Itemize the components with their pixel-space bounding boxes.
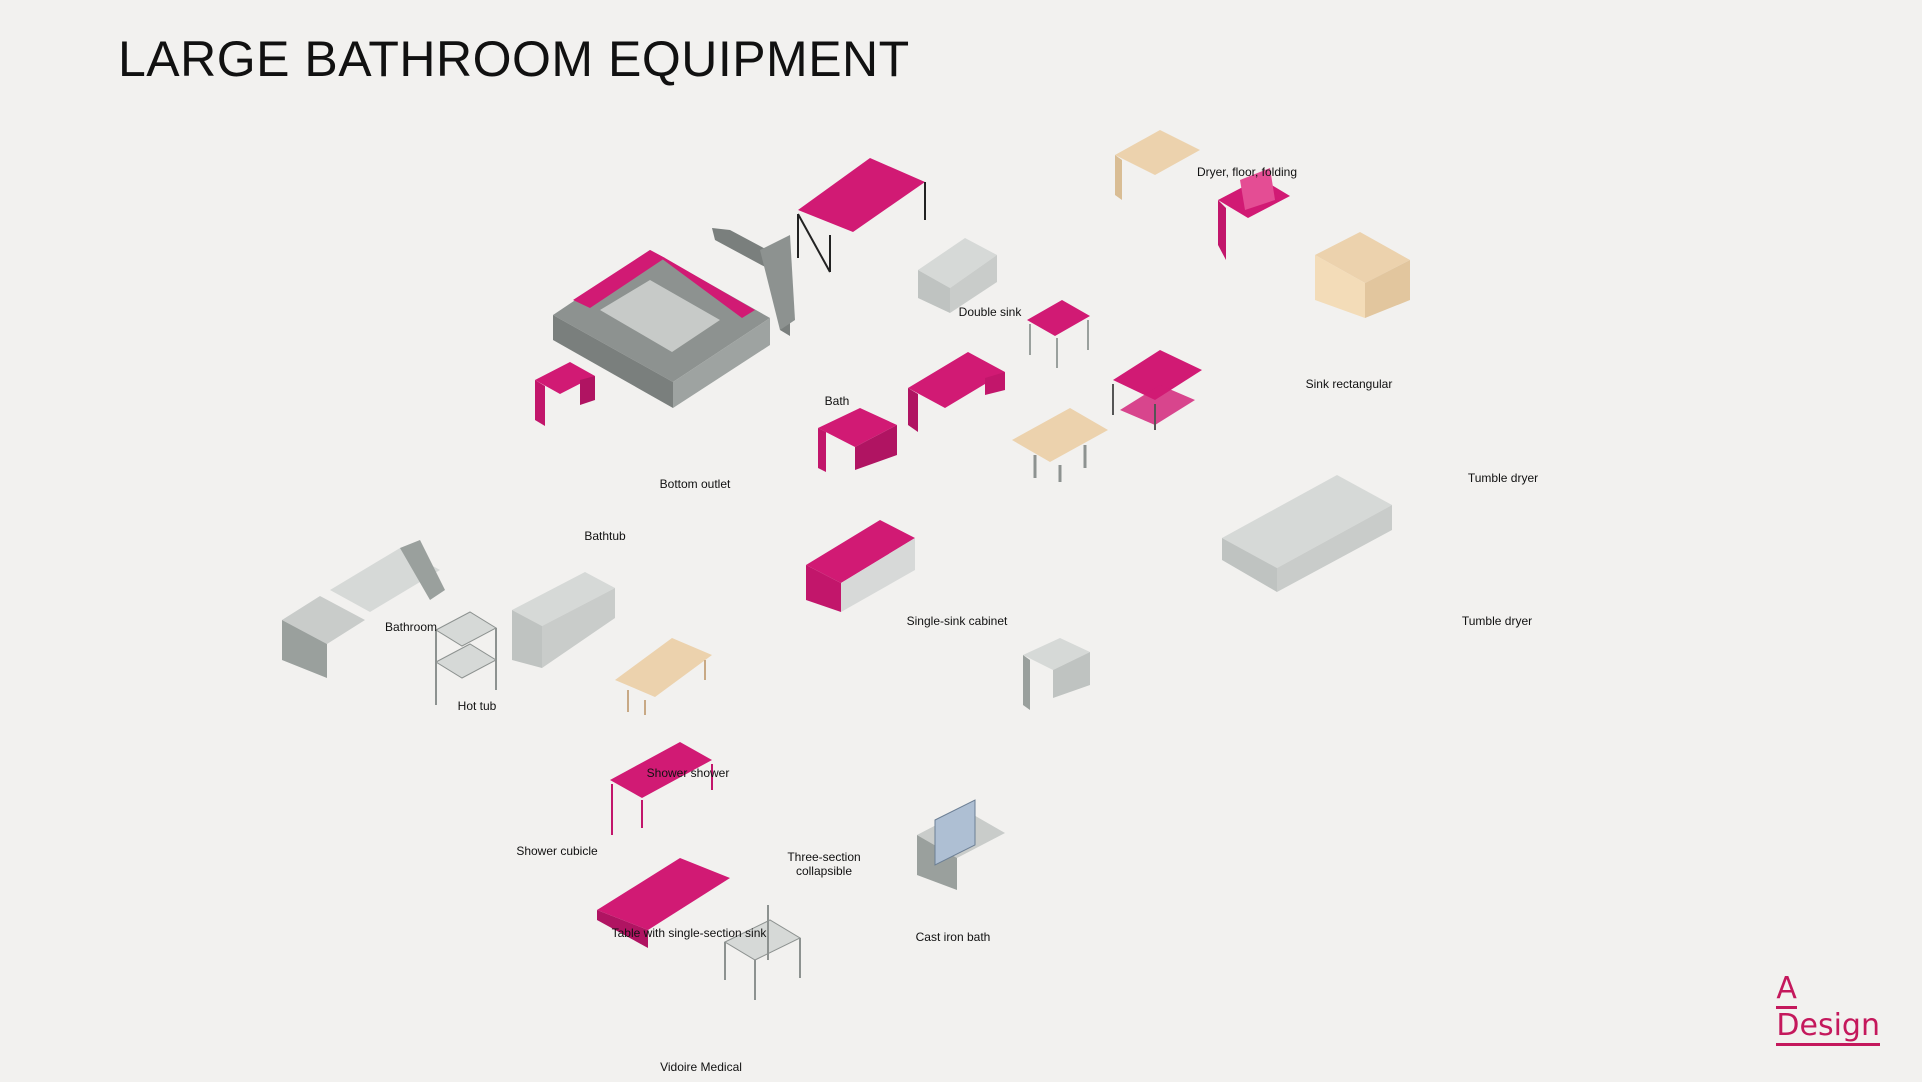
grey-desk xyxy=(512,572,615,668)
magenta-shower-table xyxy=(610,742,713,835)
label-sink-rectangular: Sink rectangular xyxy=(1305,377,1393,391)
label-three-section-collapsible: Three-section collapsible xyxy=(787,850,861,878)
grey-lab-bench xyxy=(917,799,1005,890)
grey-partition xyxy=(712,228,795,336)
label-tumble-dryer-1: Tumble dryer xyxy=(1467,471,1539,485)
label-vidoire-medical: Vidoire Medical xyxy=(660,1060,742,1074)
magenta-workstation xyxy=(1218,168,1290,260)
grey-chair-frame xyxy=(723,905,802,1000)
grey-shelving xyxy=(434,611,498,705)
magenta-large-desk xyxy=(597,858,730,948)
label-bathtub: Bathtub xyxy=(584,529,626,543)
magenta-rack-table xyxy=(1112,350,1202,430)
label-bathroom: Bathroom xyxy=(384,620,438,634)
brand-logo: A Design xyxy=(1776,972,1880,1046)
label-tumble-dryer-2: Tumble dryer xyxy=(1461,614,1533,628)
label-cast-iron-bath: Cast iron bath xyxy=(915,930,991,944)
grey-cabinet xyxy=(918,238,997,313)
wood-corner-desk xyxy=(1315,232,1410,318)
grey-large-table xyxy=(1222,475,1392,592)
wood-bench xyxy=(615,638,712,715)
grey-small-cabinet xyxy=(1023,638,1090,710)
magenta-high-table xyxy=(797,158,926,273)
magenta-square-table xyxy=(1027,300,1090,368)
label-dryer-floor-folding: Dryer, floor, folding xyxy=(1196,165,1298,179)
label-bath: Bath xyxy=(824,394,850,408)
label-hot-tub: Hot tub xyxy=(457,699,497,713)
magenta-desk-row xyxy=(908,352,1005,432)
grey-seating-module xyxy=(282,540,445,678)
wood-table xyxy=(1012,408,1108,482)
magenta-cabinet-desk xyxy=(806,520,915,612)
page-title: LARGE BATHROOM EQUIPMENT xyxy=(118,31,910,87)
logo-line-1: A xyxy=(1776,972,1797,1009)
label-shower-shower: Shower shower xyxy=(646,766,730,780)
label-table-single-section-sink: Table with single-section sink xyxy=(611,926,767,940)
label-bottom-outlet: Bottom outlet xyxy=(659,477,731,491)
u-counter xyxy=(553,250,770,408)
label-double-sink: Double sink xyxy=(958,305,1022,319)
label-single-sink-cabinet: Single-sink cabinet xyxy=(906,614,1008,628)
magenta-desk-small xyxy=(535,362,595,426)
label-shower-cubicle: Shower cubicle xyxy=(516,844,598,858)
wood-l-desk-top xyxy=(1115,130,1200,200)
logo-line-2: Design xyxy=(1776,1009,1880,1046)
magenta-desk-bath xyxy=(818,408,897,472)
